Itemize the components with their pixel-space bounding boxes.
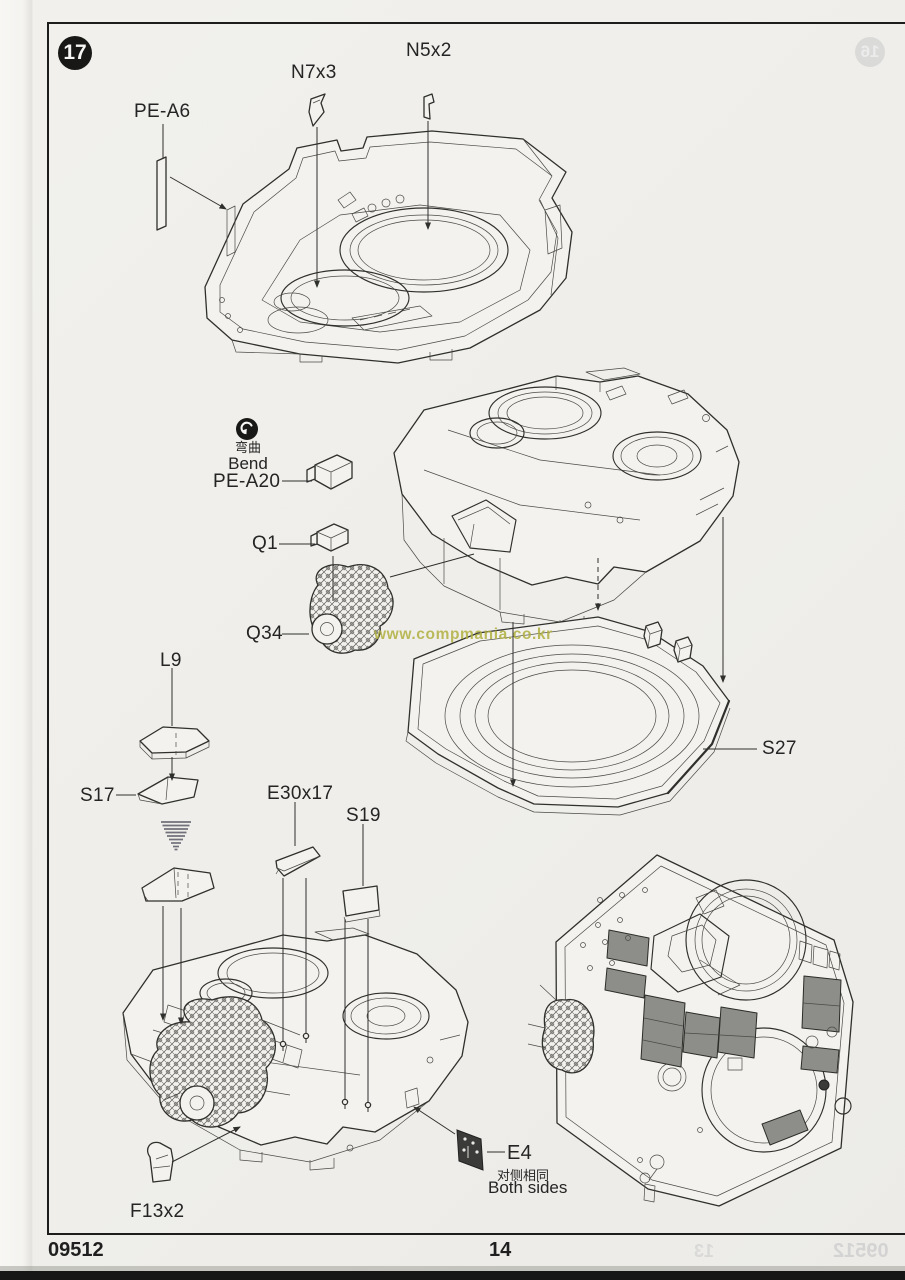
callout-pe-a20-label: PE-A20 xyxy=(213,471,281,492)
step-number-badge: 17 xyxy=(58,36,92,70)
part-e4 xyxy=(456,1129,484,1171)
part-pe-a20 xyxy=(306,454,353,490)
screw-pins xyxy=(279,1032,372,1112)
callout-q34-label: Q34 xyxy=(246,623,283,644)
bend-note-en: Bend xyxy=(228,454,268,473)
ghost-kit-number: 09512 xyxy=(833,1240,889,1262)
ghost-step-badge: 16 xyxy=(855,37,885,67)
callout-n5-label: N5x2 xyxy=(406,40,452,61)
bend-direction-arrow-icon xyxy=(161,821,191,851)
small-parts-drawings xyxy=(137,93,484,1183)
page-left-edge xyxy=(0,0,33,1280)
footer-page-number: 14 xyxy=(489,1239,512,1261)
ghost-page-number: 13 xyxy=(694,1241,715,1261)
callout-pe-a6-label: PE-A6 xyxy=(134,101,191,122)
page-frame-border xyxy=(47,22,905,1235)
part-q1 xyxy=(310,523,349,552)
leader-lines xyxy=(116,121,757,1163)
ghost-step-number: 16 xyxy=(860,42,880,61)
part-e30 xyxy=(275,846,321,877)
callout-e4-note-en: Both sides xyxy=(488,1178,568,1197)
callout-q1-label: Q1 xyxy=(252,533,278,554)
part-l9 xyxy=(139,726,210,760)
part-pe-a6 xyxy=(156,156,167,231)
part-n5 xyxy=(423,93,435,120)
callout-l9-label: L9 xyxy=(160,650,182,671)
turret-top-view-drawing xyxy=(527,854,854,1207)
part-l9-s17-bent xyxy=(141,867,215,902)
callout-s17-label: S17 xyxy=(80,785,115,806)
callout-e4-note-zh: 对侧相同 xyxy=(497,1168,550,1183)
part-n7 xyxy=(308,93,326,127)
turret-shell-interior-drawing xyxy=(204,130,573,364)
callout-e4-label: E4 xyxy=(507,1142,533,1164)
turret-assembled-front-drawing xyxy=(122,927,469,1171)
callout-e30-label: E30x17 xyxy=(267,783,334,804)
callout-s27-label: S27 xyxy=(762,738,797,759)
part-f13 xyxy=(146,1141,174,1183)
bend-note: 弯曲 Bend xyxy=(203,441,293,473)
callout-n7-label: N7x3 xyxy=(291,62,337,83)
bend-icon xyxy=(236,418,258,440)
watermark: www.compmania.co.kr xyxy=(374,626,553,643)
step-number: 17 xyxy=(63,41,87,64)
callout-s19-label: S19 xyxy=(346,805,381,826)
footer-kit-number: 09512 xyxy=(48,1239,104,1261)
turret-ring-s27-drawing xyxy=(405,616,731,816)
part-s17 xyxy=(137,776,199,805)
scan-edge xyxy=(0,1271,905,1280)
part-s19 xyxy=(342,885,381,923)
part-q34 xyxy=(309,564,394,654)
scan-edge-soft xyxy=(0,1266,905,1271)
bend-note-zh: 弯曲 xyxy=(234,440,261,455)
callout-f13-label: F13x2 xyxy=(130,1201,185,1222)
turret-roof-shell-drawing xyxy=(393,367,740,629)
